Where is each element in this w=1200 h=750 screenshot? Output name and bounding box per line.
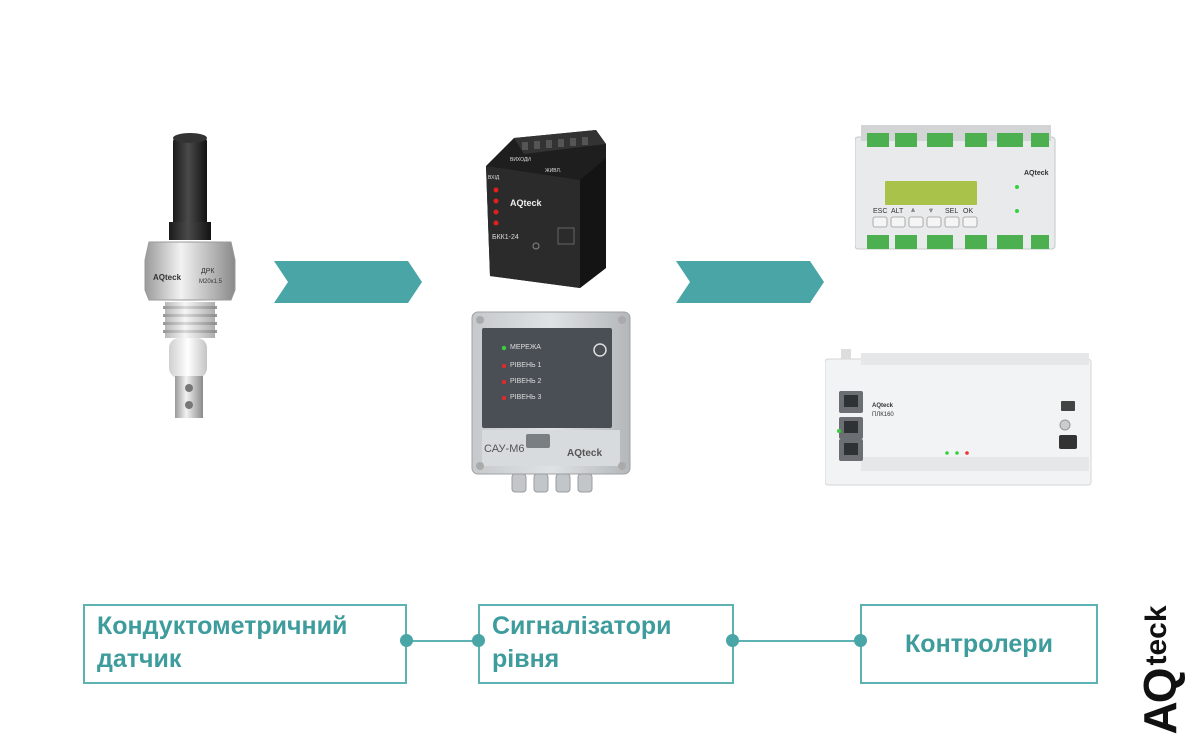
connector-dot-2 — [472, 634, 485, 647]
bkk-bottom-label: ЖИВЛ. — [545, 168, 562, 174]
aqteck-logo: AQ teck — [1130, 590, 1190, 750]
plc-base-brand-label: AQteck — [872, 403, 894, 409]
plc-button-esc: ESC — [873, 208, 888, 215]
plc-display-image — [855, 125, 1056, 250]
bkk-model-label: БКК1-24 — [492, 234, 519, 241]
plc-base-model-label: ПЛК160 — [872, 412, 894, 418]
sau-indicator-1: РІВЕНЬ 1 — [510, 362, 542, 369]
plc-button-ok: OK — [963, 208, 974, 215]
controllers-label: Контролери — [860, 604, 1098, 684]
bkk-brand-label: AQteck — [510, 198, 542, 208]
flow-arrow-2 — [676, 261, 824, 303]
bkk-top-label: ВИХОДИ — [510, 157, 531, 163]
sau-indicator-0: МЕРЕЖА — [510, 344, 541, 351]
conductometric-sensor-image — [144, 133, 236, 418]
sau-brand-label: AQteck — [567, 448, 603, 459]
sensor-brand-label: AQteck — [153, 273, 182, 282]
logo-sub-text: teck — [1140, 605, 1173, 666]
connector-dot-1 — [400, 634, 413, 647]
plc-button-down: ⩔ — [929, 207, 933, 214]
connector-dot-3 — [726, 634, 739, 647]
sensor-label-text: Кондуктометричний датчик — [97, 612, 348, 673]
sensor-thread-label: M20x1.5 — [199, 279, 223, 285]
flow-arrow-1 — [274, 261, 422, 303]
sau-indicator-3: РІВЕНЬ 3 — [510, 394, 542, 401]
controllers-label-text: Контролери — [905, 629, 1053, 658]
bkk-relay-image — [486, 130, 606, 288]
connector-dot-4 — [854, 634, 867, 647]
sau-model-label: САУ-М6 — [484, 443, 525, 455]
bkk-side-label: ВХІД — [488, 175, 500, 181]
signalizer-label-text: Сигналізатори рівня — [492, 612, 672, 673]
sensor-label: Кондуктометричний датчик — [83, 604, 407, 684]
connector-line-2 — [732, 640, 860, 642]
logo-main-text: AQ — [1134, 669, 1186, 735]
signalizer-label: Сигналізатори рівня — [478, 604, 734, 684]
connector-line-1 — [406, 640, 480, 642]
plc-base-image — [825, 349, 1092, 486]
sensor-model-label: ДРК — [201, 268, 215, 275]
plc-button-sel: SEL — [945, 208, 959, 215]
sau-m6-image — [471, 311, 631, 493]
plc-button-up: ⩓ — [911, 207, 915, 214]
plc-display-brand-label: AQteck — [1024, 170, 1049, 177]
sau-indicator-2: РІВЕНЬ 2 — [510, 378, 542, 385]
plc-button-alt: ALT — [891, 208, 904, 215]
